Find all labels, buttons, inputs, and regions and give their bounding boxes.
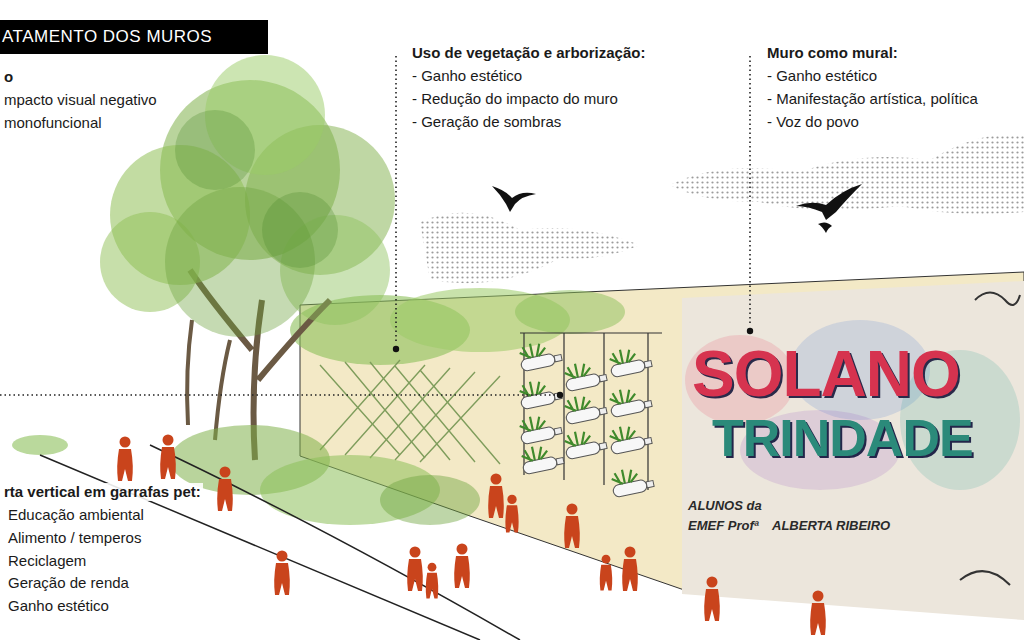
tree (175, 110, 255, 190)
bird (492, 186, 536, 212)
list-item: - Manifestação artística, política (765, 90, 980, 108)
leader-line (395, 56, 397, 344)
shrubs (380, 475, 480, 525)
vertical-garden (517, 376, 563, 410)
vertical-garden (519, 441, 565, 475)
person-figure (810, 591, 826, 636)
list-item: Reciclagem (6, 552, 88, 570)
list-item: Geração de renda (6, 574, 131, 592)
person-figure (622, 547, 638, 592)
person-figure (564, 504, 580, 549)
section-heading: o (2, 68, 15, 86)
halftone-cloud (670, 134, 1024, 214)
section-heading: Muro como mural: (765, 44, 900, 62)
vertical-garden (517, 411, 563, 445)
person-figure (505, 495, 518, 533)
person-figure (600, 555, 612, 591)
mural (975, 293, 1020, 305)
person-figure (488, 474, 504, 519)
person-figure (217, 467, 233, 512)
title-bar: ATAMENTO DOS MUROS (0, 20, 268, 54)
bird (492, 184, 862, 233)
person-figure (117, 437, 133, 482)
section-heading: rta vertical em garrafas pet: (2, 483, 203, 501)
list-item: - Ganho estético (410, 67, 524, 85)
person-figure (274, 551, 290, 596)
tree (100, 55, 395, 460)
tree (187, 320, 230, 440)
vertical-garden (607, 421, 653, 455)
vertical-garden (609, 464, 655, 498)
mural (682, 281, 1024, 620)
list-item: Ganho estético (6, 597, 111, 615)
person-figure (407, 547, 423, 592)
list-item: - Voz do povo (765, 113, 861, 131)
title-text: ATAMENTO DOS MUROS (0, 20, 268, 54)
hedge (515, 290, 625, 334)
list-item: mpacto visual negativo (2, 91, 159, 109)
graffiti-text: TRINDADE (712, 412, 973, 464)
person-figure (117, 435, 826, 636)
leader-line (749, 56, 751, 326)
sidewalk-line (150, 445, 520, 640)
vertical-garden (562, 358, 608, 392)
graffiti-text: ALBERTA RIBEIRO (772, 518, 890, 534)
section-heading: Uso de vegetação e arborização: (410, 44, 647, 62)
leader-line (393, 346, 399, 352)
graffiti-text: SOLANO (692, 342, 960, 406)
vertical-garden (607, 344, 653, 378)
leader-line (0, 394, 555, 396)
trellis (320, 362, 500, 464)
vertical-garden (607, 384, 653, 418)
mural (960, 571, 1010, 585)
list-item: monofuncional (2, 114, 104, 132)
halftone-cloud (420, 134, 1024, 283)
vertical-garden (517, 338, 563, 372)
vertical-garden (562, 426, 608, 460)
list-item: - Ganho estético (765, 67, 879, 85)
graffiti-text: EMEF Profª (688, 518, 759, 534)
mural (682, 281, 1024, 620)
leader-line (557, 392, 563, 398)
trellis (320, 360, 500, 464)
bird (818, 222, 832, 233)
vertical-garden (517, 333, 662, 498)
list-item: Alimento / temperos (6, 529, 143, 547)
list-item: - Redução do impacto do muro (410, 90, 620, 108)
leader-line (747, 328, 753, 334)
shrubs (12, 435, 68, 455)
person-figure (426, 563, 438, 599)
graffiti-text: ALUNOS da (688, 498, 762, 514)
person-figure (454, 544, 470, 589)
person-figure (704, 577, 720, 622)
tree (262, 192, 338, 268)
list-item: - Geração de sombras (410, 113, 563, 131)
vertical-garden (562, 391, 608, 425)
bird (796, 184, 862, 220)
person-figure (160, 435, 176, 480)
list-item: Educação ambiental (6, 506, 146, 524)
leader-line (0, 56, 753, 398)
halftone-cloud (420, 213, 640, 283)
